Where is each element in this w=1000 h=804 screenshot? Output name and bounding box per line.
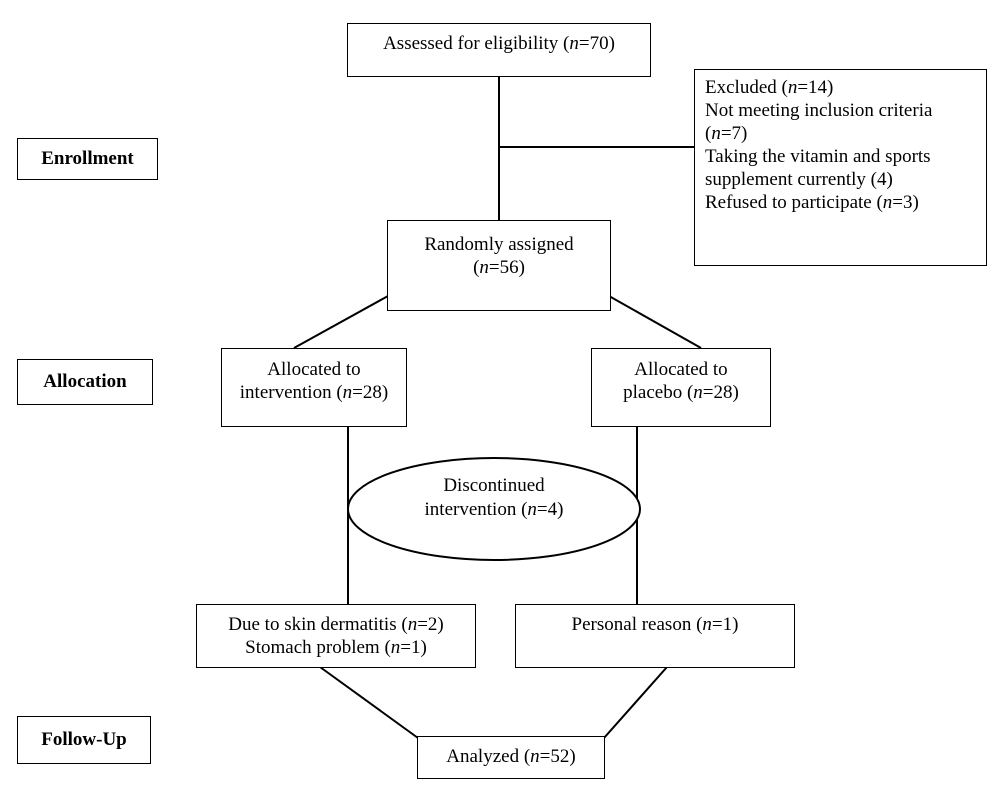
intervention-count: intervention (n=28) (239, 382, 389, 403)
discontinued-count: intervention (n=4) (424, 499, 564, 520)
excluded-criteria: Not meeting inclusion criteria (705, 100, 933, 121)
connector-randomized-to-intervention (293, 295, 389, 349)
randomized-label: Randomly assigned (424, 234, 574, 255)
intervention-box: Allocated to intervention (n=28) (221, 348, 407, 427)
analyzed-text: Analyzed (n=52) (446, 746, 576, 767)
eligibility-text: Assessed for eligibility (n=70) (383, 33, 615, 54)
stage-enrollment: Enrollment (17, 138, 158, 180)
discontinued-text: Discontinued intervention (n=4) (348, 474, 640, 522)
randomized-box: Randomly assigned (n=56) (387, 220, 611, 311)
placebo-count: placebo (n=28) (623, 382, 739, 403)
discontinued-label: Discontinued (443, 475, 545, 496)
analyzed-box: Analyzed (n=52) (417, 736, 605, 779)
reason-stomach: Stomach problem (n=1) (245, 637, 427, 658)
intervention-label: Allocated to (267, 359, 361, 380)
excluded-refused: Refused to participate (n=3) (705, 192, 919, 213)
randomized-count: (n=56) (473, 257, 525, 278)
reason-dermatitis: Due to skin dermatitis (n=2) (228, 614, 444, 635)
excluded-total: Excluded (n=14) (705, 77, 834, 98)
stage-allocation: Allocation (17, 359, 153, 405)
stage-follow-up: Follow-Up (17, 716, 151, 764)
connector-reasons-to-analyzed-right (603, 666, 668, 739)
connector-reasons-to-analyzed-left (319, 666, 419, 739)
placebo-label: Allocated to (634, 359, 728, 380)
excluded-box: Excluded (n=14) Not meeting inclusion cr… (694, 69, 987, 266)
discontinued-ellipse (347, 457, 641, 561)
excluded-criteria-count: (n=7) (705, 123, 748, 144)
eligibility-box: Assessed for eligibility (n=70) (347, 23, 651, 77)
intervention-reasons-box: Due to skin dermatitis (n=2) Stomach pro… (196, 604, 476, 668)
stage-follow-up-label: Follow-Up (41, 729, 127, 750)
stage-allocation-label: Allocation (43, 371, 127, 392)
excluded-supplement-line2: supplement currently (4) (705, 169, 893, 190)
connector-randomized-to-placebo (608, 295, 702, 349)
excluded-supplement-line1: Taking the vitamin and sports (705, 146, 931, 167)
stage-enrollment-label: Enrollment (41, 148, 134, 169)
reason-personal: Personal reason (n=1) (571, 614, 739, 635)
placebo-box: Allocated to placebo (n=28) (591, 348, 771, 427)
placebo-reasons-box: Personal reason (n=1) (515, 604, 795, 668)
